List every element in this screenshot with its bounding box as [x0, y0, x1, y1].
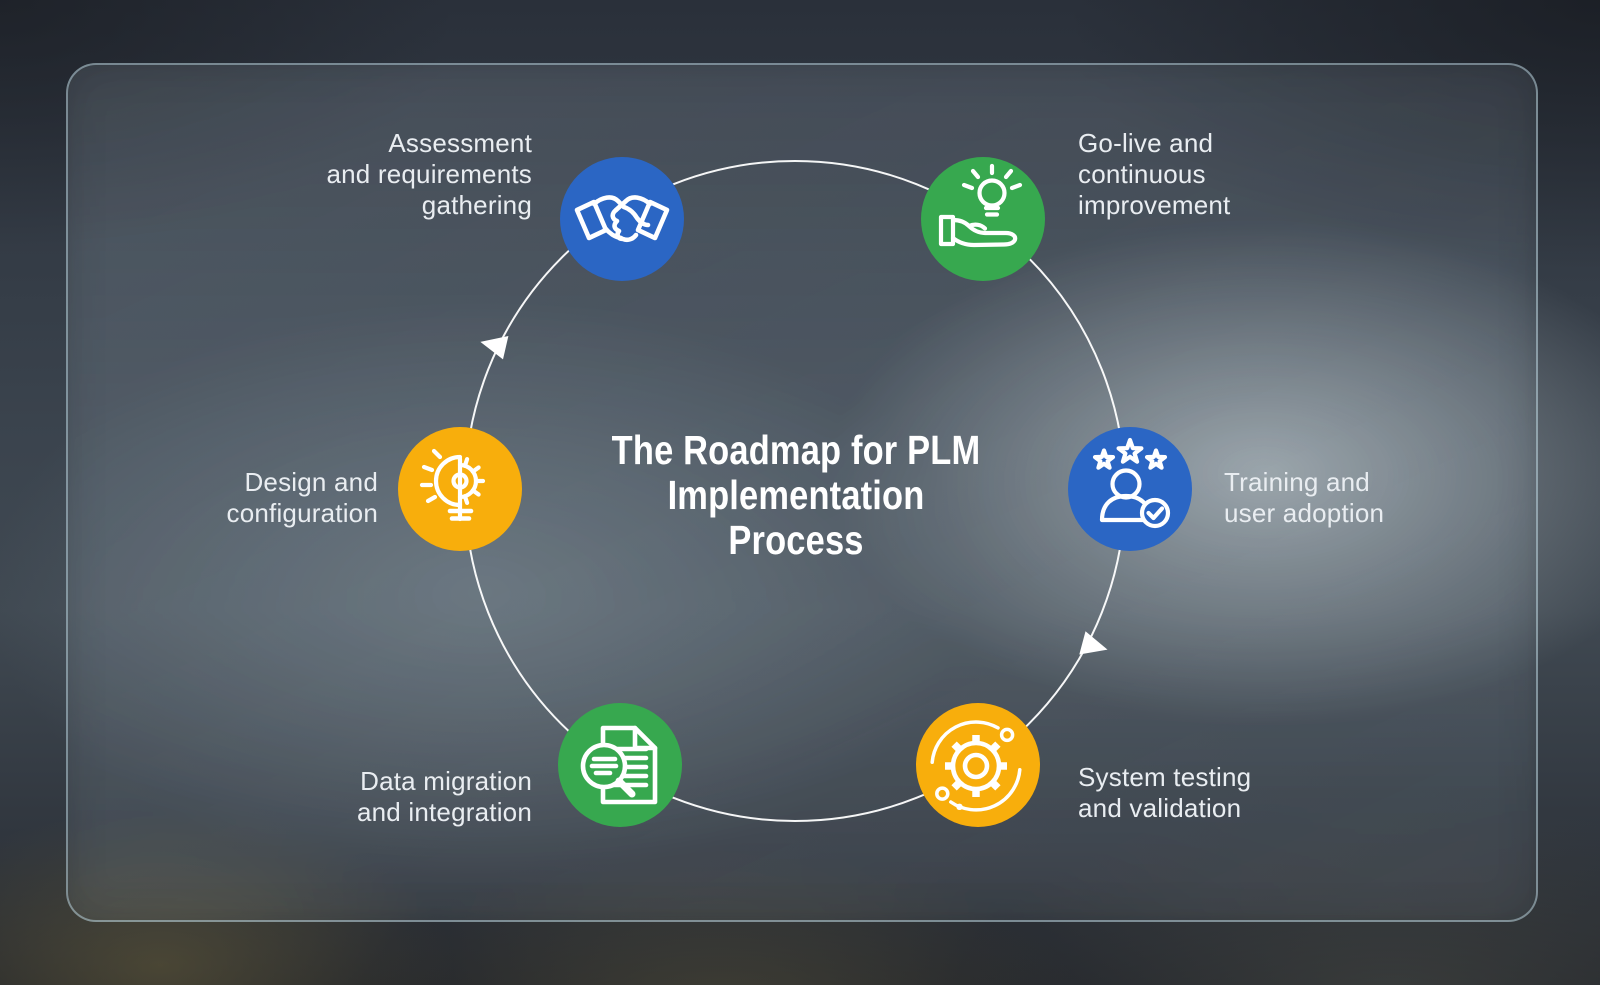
- lightbulb-gear-icon: [419, 448, 486, 522]
- user-stars-check-icon: [1092, 437, 1171, 529]
- flow-arrow-right-icon: [1079, 631, 1108, 655]
- title-line: The Roadmap for PLM: [611, 427, 981, 473]
- label-line: and integration: [356, 797, 532, 827]
- label-line: improvement: [1078, 190, 1231, 220]
- handshake-icon: [574, 195, 670, 243]
- flow-arrow-left-icon: [480, 336, 509, 360]
- label-line: Training and: [1224, 467, 1370, 497]
- label-line: continuous: [1078, 159, 1206, 189]
- step-node-testing: [916, 703, 1040, 827]
- step-node-golive: [921, 157, 1045, 281]
- diagram-title: The Roadmap for PLM Implementation Proce…: [544, 428, 1048, 563]
- document-search-icon: [580, 725, 658, 805]
- label-line: configuration: [226, 498, 378, 528]
- label-line: Go-live and: [1078, 128, 1214, 158]
- title-line: Implementation: [667, 472, 925, 518]
- hand-lightbulb-icon: [938, 163, 1023, 248]
- step-label-training: Training and user adoption: [1224, 467, 1384, 529]
- step-label-golive: Go-live and continuous improvement: [1078, 128, 1230, 221]
- step-label-design: Design and configuration: [227, 467, 378, 529]
- step-node-assessment: [560, 157, 684, 281]
- label-line: user adoption: [1224, 498, 1385, 528]
- label-line: Assessment: [388, 128, 532, 158]
- label-line: and requirements: [326, 159, 532, 189]
- gear-orbit-icon: [930, 720, 1022, 812]
- label-line: Data migration: [360, 766, 532, 796]
- step-node-design: [398, 427, 522, 551]
- label-line: System testing: [1078, 762, 1252, 792]
- step-label-testing: System testing and validation: [1078, 762, 1251, 824]
- label-line: Design and: [244, 467, 378, 497]
- step-label-assessment: Assessment and requirements gathering: [326, 128, 532, 221]
- step-node-data: [558, 703, 682, 827]
- check-badge-circle: [1139, 497, 1171, 529]
- label-line: gathering: [421, 190, 532, 220]
- title-line: Process: [728, 517, 864, 563]
- step-node-training: [1068, 427, 1192, 551]
- glass-panel: [66, 63, 1538, 922]
- step-label-data: Data migration and integration: [357, 766, 532, 828]
- node-circle: [560, 157, 684, 281]
- label-line: and validation: [1078, 793, 1242, 823]
